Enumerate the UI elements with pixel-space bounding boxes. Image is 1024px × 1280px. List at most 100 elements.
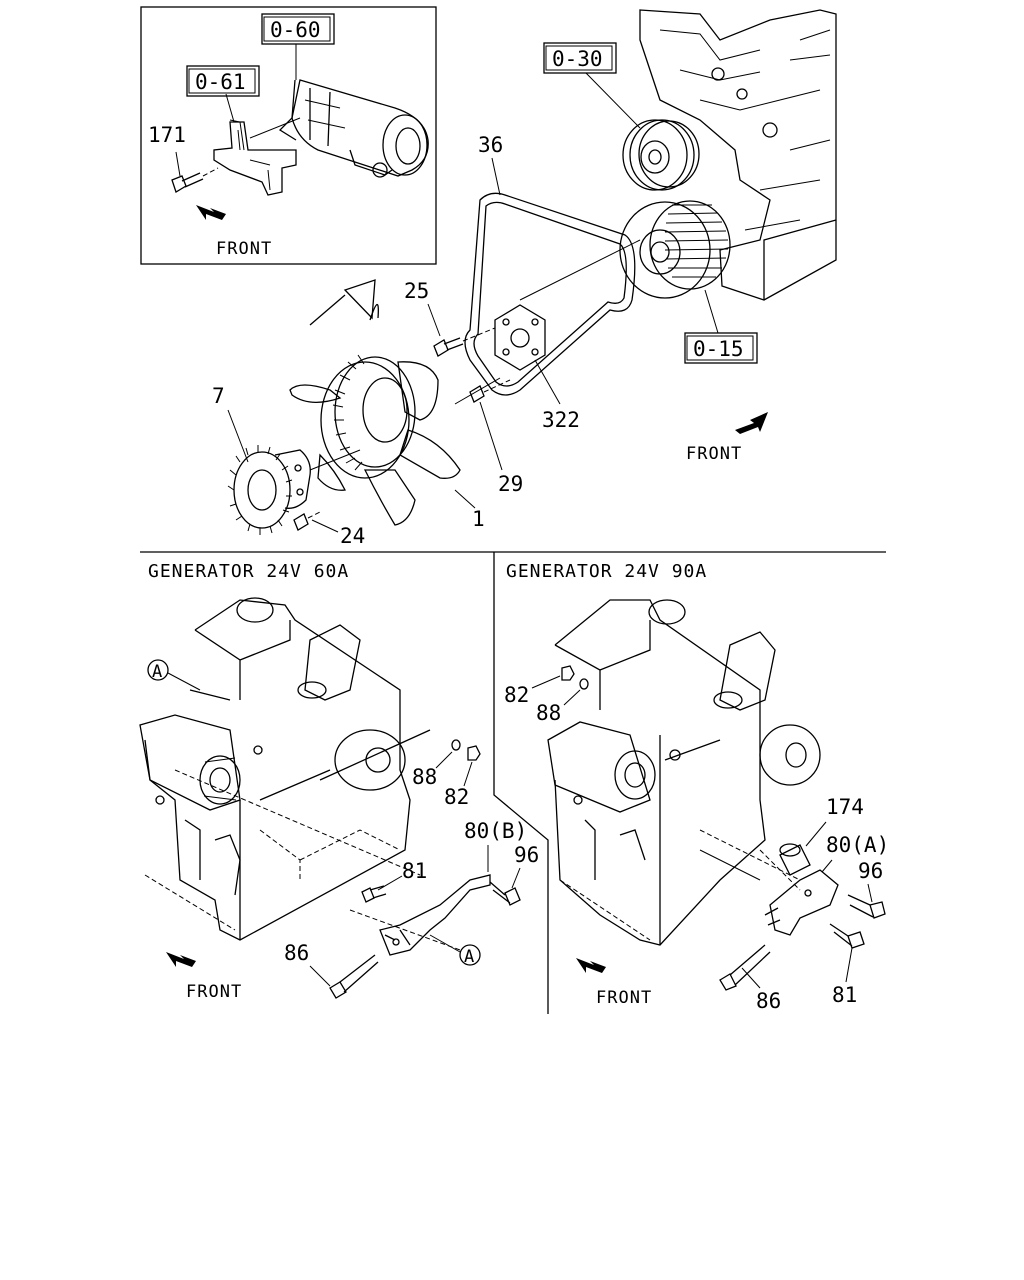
- leader-25: [427, 303, 441, 337]
- engine-block-top: [639, 9, 837, 301]
- right-callout-86: 86: [756, 989, 781, 1013]
- callout-box-0-61: [186, 65, 260, 97]
- leader-29: [479, 401, 503, 471]
- leader-24: [311, 519, 339, 533]
- right-bracket-80a: [764, 869, 839, 936]
- starter-motor-drawing: [278, 79, 429, 178]
- front-label-inset: FRONT: [216, 239, 272, 259]
- callout-box-0-30: [543, 42, 617, 74]
- leader-right-81: [845, 947, 853, 983]
- callout-0-30: 0-30: [552, 47, 603, 71]
- upper-pulley: [622, 119, 700, 191]
- callout-36: 36: [478, 133, 503, 157]
- left-callout-81: 81: [402, 859, 427, 883]
- right-bolt-86: [719, 944, 771, 991]
- ref-a-top: A: [152, 662, 163, 682]
- ref-a-bottom: A: [464, 947, 475, 967]
- left-bolt-86: [329, 954, 379, 999]
- callout-25: 25: [404, 279, 429, 303]
- fan-clutch-7: [227, 445, 311, 535]
- front-arrow-top: [735, 412, 768, 434]
- left-bracket-80b: [379, 874, 491, 956]
- right-callout-80a: 80(A): [826, 833, 889, 857]
- bolt-171: [171, 151, 219, 193]
- right-callout-82: 82: [504, 683, 529, 707]
- callout-171: 171: [148, 123, 186, 147]
- leader-1: [454, 489, 476, 509]
- right-panel-header: GENERATOR 24V 90A: [506, 561, 707, 582]
- leader-left-81: [377, 875, 403, 891]
- leader-7: [227, 409, 249, 463]
- leader-322: [534, 359, 561, 405]
- axis-line-2: [454, 377, 501, 405]
- callout-24: 24: [340, 524, 365, 548]
- starter-inset: [140, 6, 437, 265]
- leader-left-96: [511, 867, 521, 889]
- leader-right-88: [563, 689, 581, 706]
- left-washer-88: [451, 739, 461, 751]
- right-bolt-96: [847, 894, 886, 919]
- right-washer-88: [579, 678, 589, 690]
- leader-right-86: [741, 967, 761, 989]
- inset-frame: [140, 6, 437, 265]
- left-engine-drawing: [139, 597, 461, 951]
- right-callout-81: 81: [832, 983, 857, 1007]
- right-nut-82: [561, 665, 575, 681]
- leader-left-88: [435, 751, 453, 769]
- front-arrow-right: [576, 958, 606, 973]
- callout-1: 1: [472, 507, 485, 531]
- callout-0-60: 0-60: [270, 18, 321, 42]
- bolt-25: [433, 327, 496, 357]
- callout-box-0-15: [684, 332, 758, 364]
- leader-0-15: [704, 289, 719, 334]
- leader-a-bottom: [429, 934, 461, 953]
- callout-box-0-30-inner: [545, 45, 613, 71]
- cooling-fan-1: [289, 279, 461, 526]
- callout-box-0-61-inner: [188, 68, 256, 94]
- leader-36: [491, 157, 501, 196]
- right-bolt-81: [829, 923, 865, 949]
- left-callout-80b: 80(B): [464, 819, 527, 843]
- callout-322: 322: [542, 408, 580, 432]
- leader-a-top: [167, 672, 201, 691]
- right-callout-174: 174: [826, 795, 864, 819]
- front-label-right: FRONT: [596, 988, 652, 1008]
- ref-circle-a-top: [147, 659, 169, 681]
- callout-box-0-60: [261, 13, 335, 45]
- left-bolt-96: [489, 881, 521, 906]
- left-callout-88: 88: [412, 765, 437, 789]
- right-sleeve-174: [779, 843, 811, 876]
- axis-line-1: [519, 239, 641, 301]
- left-nut-82: [467, 745, 481, 761]
- front-label-top: FRONT: [686, 444, 742, 464]
- left-callout-86: 86: [284, 941, 309, 965]
- right-engine-drawing: [547, 599, 821, 946]
- left-panel-header: GENERATOR 24V 60A: [148, 561, 349, 582]
- fan-pulley-flange: [494, 304, 546, 371]
- vertical-divider: [493, 552, 549, 1014]
- front-arrow-inset: [196, 205, 226, 220]
- crank-pulley: [619, 200, 731, 299]
- left-bolt-81: [361, 885, 387, 903]
- callout-box-0-60-inner: [263, 16, 331, 42]
- callout-0-61: 0-61: [195, 70, 246, 94]
- leader-right-80a: [821, 859, 833, 873]
- ref-circle-a-bottom: [459, 944, 481, 966]
- leader-left-86: [309, 965, 331, 987]
- axis-line-3: [309, 449, 361, 471]
- left-callout-82: 82: [444, 785, 469, 809]
- starter-bracket-drawing: [213, 117, 301, 196]
- callout-29: 29: [498, 472, 523, 496]
- bolt-24: [293, 511, 321, 531]
- right-callout-96: 96: [858, 859, 883, 883]
- leader-right-96: [867, 883, 873, 903]
- leader-right-174: [805, 821, 827, 847]
- callout-0-15: 0-15: [693, 337, 744, 361]
- left-callout-96: 96: [514, 843, 539, 867]
- front-arrow-left: [166, 952, 196, 967]
- leader-0-30: [585, 72, 641, 129]
- leader-left-82: [463, 761, 473, 787]
- bolt-29: [469, 379, 511, 403]
- leader-right-82: [531, 675, 561, 689]
